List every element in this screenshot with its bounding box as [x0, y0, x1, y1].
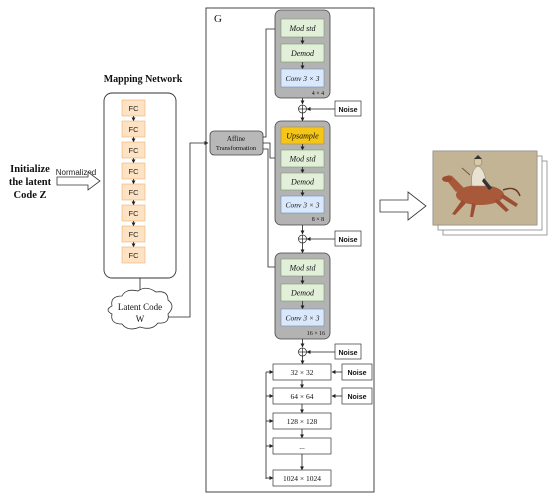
init-latent-label: Initialize the latent Code Z	[9, 164, 52, 201]
demod-label: Demod	[290, 49, 315, 58]
resolution-label: 64 × 64	[291, 392, 314, 401]
fc-layer-box	[121, 246, 146, 264]
noise-label: Noise	[338, 350, 357, 357]
fc-layer-label: FC	[129, 125, 140, 134]
demod-label: Demod	[290, 178, 315, 187]
noise-box	[334, 230, 362, 247]
resolution-label: ...	[299, 442, 305, 451]
fc-layer-label: FC	[129, 230, 140, 239]
painting-image	[432, 150, 548, 236]
fc-layer-label: FC	[129, 188, 140, 197]
conv-label: Conv 3 × 3	[285, 314, 319, 323]
init-line-2: the latent	[9, 177, 52, 188]
mod-std-label: Mod std	[289, 24, 317, 33]
conv-box	[280, 195, 325, 214]
fc-stack: FC FC FC FC FC FC FC FC	[121, 99, 146, 264]
latent-code-line-2: W	[136, 314, 145, 324]
mod-std-label: Mod std	[289, 155, 317, 164]
generator-label: G	[214, 13, 222, 25]
cloud-icon	[107, 287, 173, 330]
conv-label: Conv 3 × 3	[285, 74, 319, 83]
normalized-label: Normalized	[56, 168, 96, 177]
resolution-label: 32 × 32	[291, 368, 314, 377]
fc-layer-label: FC	[129, 104, 140, 113]
noise-box	[334, 343, 362, 360]
noise-box	[334, 100, 362, 117]
resolution-label: 8 × 8	[312, 217, 324, 223]
resolution-label: 4 × 4	[312, 91, 324, 97]
affine-line-2: Transformation	[216, 145, 257, 152]
upsample-label: Upsample	[286, 132, 319, 141]
resolution-stack: 32 × 32 64 × 64 128 × 128... 1024 × 1024	[266, 363, 332, 487]
fc-layer-label: FC	[129, 251, 140, 260]
conv-label: Conv 3 × 3	[285, 201, 319, 210]
init-line-3: Code Z	[14, 190, 47, 201]
noise-label: Noise	[338, 107, 357, 114]
fc-layer-label: FC	[129, 209, 140, 218]
arrow-right-icon	[56, 171, 101, 191]
affine-line-1: Affine	[227, 135, 245, 143]
fc-layer-label: FC	[129, 167, 140, 176]
noise-label: Noise	[338, 237, 357, 244]
noise-label: Noise	[347, 370, 366, 377]
mod-std-label: Mod std	[289, 264, 317, 273]
resolution-label: 1024 × 1024	[283, 474, 321, 483]
init-line-1: Initialize	[10, 164, 50, 175]
fc-layer-label: FC	[129, 146, 140, 155]
noise-label: Noise	[347, 394, 366, 401]
resolution-label: 128 × 128	[287, 417, 318, 426]
arrow-right-icon	[379, 191, 427, 221]
resolution-label: 16 × 16	[307, 331, 325, 337]
latent-code-line-1: Latent Code	[118, 302, 162, 312]
generator-frame	[205, 7, 375, 493]
conv-box	[280, 68, 325, 88]
conv-box	[280, 308, 325, 327]
demod-label: Demod	[290, 289, 315, 298]
mapping-network-title: Mapping Network	[104, 74, 183, 85]
